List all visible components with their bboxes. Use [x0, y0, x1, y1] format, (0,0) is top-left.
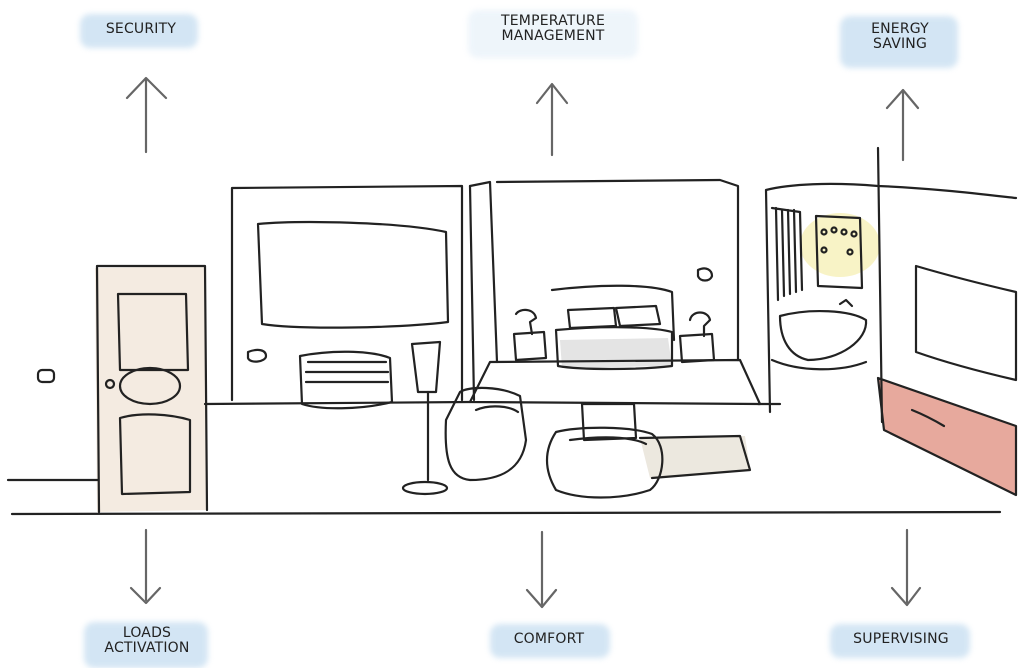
headboard [552, 286, 674, 340]
shower-curtain [772, 208, 802, 300]
label-comfort: COMFORT [494, 632, 604, 647]
alcove-left-edge [470, 186, 474, 400]
bathroom-cabinet [772, 360, 866, 369]
label-security: SECURITY [86, 22, 196, 37]
arrow-energy [887, 90, 918, 160]
left-console-lines [306, 362, 388, 382]
wall-outlet-alcove [698, 268, 712, 280]
arrow-temperature [537, 84, 567, 155]
label-loads-activation: LOADS ACTIVATION [88, 626, 206, 655]
wall-switch [38, 370, 54, 382]
left-console [300, 352, 392, 409]
armchair-left-detail [476, 406, 518, 412]
label-temperature-management: TEMPERATURE MANAGEMENT [466, 14, 640, 43]
arrow-loads [131, 530, 160, 603]
label-energy-saving: ENERGY SAVING [846, 22, 954, 51]
nightstand-right [680, 334, 714, 362]
right-wall [878, 148, 1016, 422]
nightstand-left [514, 332, 546, 360]
arrow-supervising [892, 530, 920, 605]
thermostat-glow [800, 213, 880, 277]
arrow-comfort [527, 532, 556, 607]
left-wall [232, 186, 462, 400]
bathroom-sink [780, 311, 866, 360]
label-supervising: SUPERVISING [834, 632, 968, 647]
wall-outlet-left [248, 350, 266, 362]
nightstand-lamp-right [690, 313, 710, 337]
bathroom-faucet [840, 300, 852, 306]
floor-lamp-base [403, 482, 447, 494]
coffee-table [582, 404, 636, 440]
arrow-security [127, 78, 166, 152]
wall-picture [258, 222, 448, 328]
floor-line-front [12, 512, 1000, 514]
right-tv [916, 266, 1016, 380]
bed-shadow [560, 338, 672, 368]
nightstand-lamp-left [516, 310, 536, 334]
pillow-left [568, 308, 616, 328]
pillow-right [616, 306, 660, 326]
floor-lamp-shade [412, 342, 440, 392]
